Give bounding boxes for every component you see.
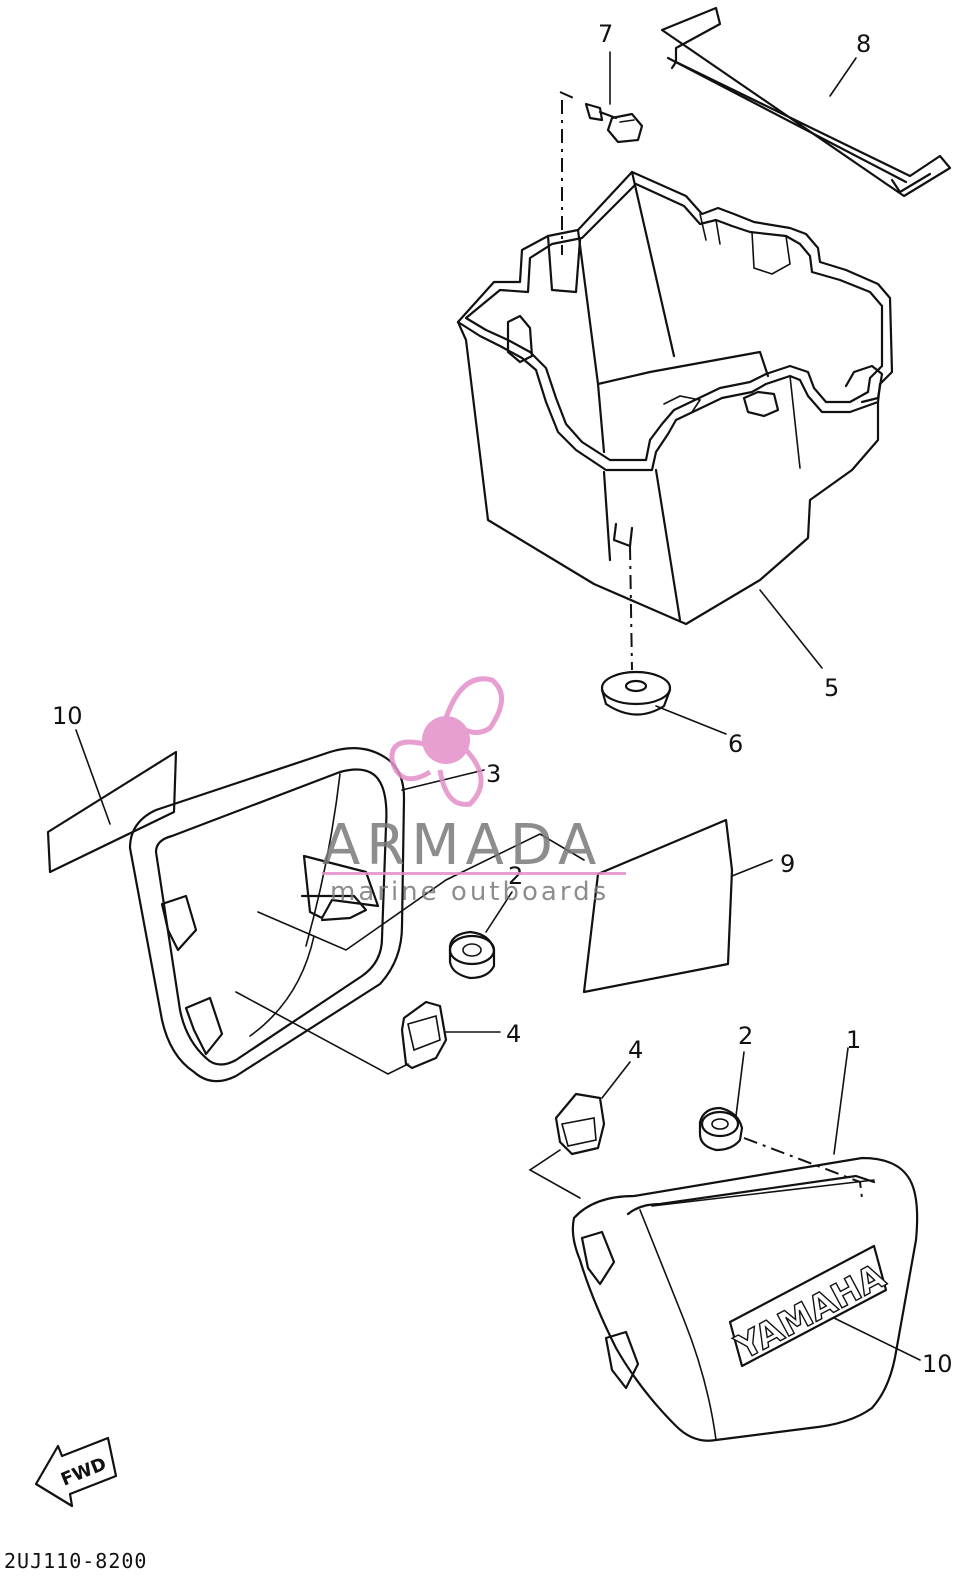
battery-band-part-8	[660, 6, 952, 198]
callout-1: 1	[846, 1026, 861, 1054]
callout-6: 6	[728, 730, 743, 758]
battery-box-part-5	[456, 170, 894, 626]
grommet-part-6	[600, 670, 672, 716]
callout-8: 8	[856, 30, 871, 58]
callout-3: 3	[486, 760, 501, 788]
leader-line-3-area	[257, 833, 585, 951]
callout-9: 9	[780, 850, 795, 878]
drawing-code: 2UJ110-8200	[4, 1549, 147, 1573]
grommet-guide-line	[629, 545, 633, 671]
callout-2-upper: 2	[508, 862, 523, 890]
yamaha-emblem-part-10-right: YAMAHA	[728, 1244, 893, 1369]
fwd-label: FWD	[58, 1454, 110, 1491]
right-side-cover-part-1: YAMAHA	[571, 1156, 919, 1442]
propeller-icon	[389, 676, 504, 807]
callout-labels: 7 8 5 6 10 3 9 2 4 4 2 1 10	[52, 20, 953, 1378]
bolt-guide-line	[559, 91, 579, 255]
callout-7: 7	[598, 20, 613, 48]
callout-leaders	[75, 51, 921, 1361]
sticker-part-9	[582, 818, 734, 994]
callout-10-left: 10	[52, 702, 83, 730]
grommet-part-2-upper	[448, 930, 496, 980]
damper-part-4-lower	[554, 1092, 606, 1156]
leader-line-4a-area	[235, 991, 409, 1075]
callout-4-upper: 4	[506, 1020, 521, 1048]
callout-2-lower: 2	[738, 1022, 753, 1050]
callout-10-right: 10	[922, 1350, 953, 1378]
watermark-subtitle: marine outboards	[330, 877, 609, 907]
watermark-underline	[322, 872, 626, 875]
callout-4-lower: 4	[628, 1036, 643, 1064]
forward-arrow-icon: FWD	[34, 1436, 118, 1508]
emblem-part-10-left	[46, 750, 178, 874]
watermark-title: ARMADA	[322, 813, 602, 878]
damper-part-4-upper	[400, 1000, 448, 1070]
leader-line-4b-area	[528, 1149, 581, 1199]
grommet-part-2-lower	[698, 1106, 744, 1152]
callout-5: 5	[824, 674, 839, 702]
yamaha-emblem-text: YAMAHA	[729, 1256, 893, 1368]
left-side-cover-part-3	[128, 747, 406, 1083]
bolt-part-7	[584, 102, 644, 144]
armada-watermark: ARMADA marine outboards	[322, 676, 626, 907]
